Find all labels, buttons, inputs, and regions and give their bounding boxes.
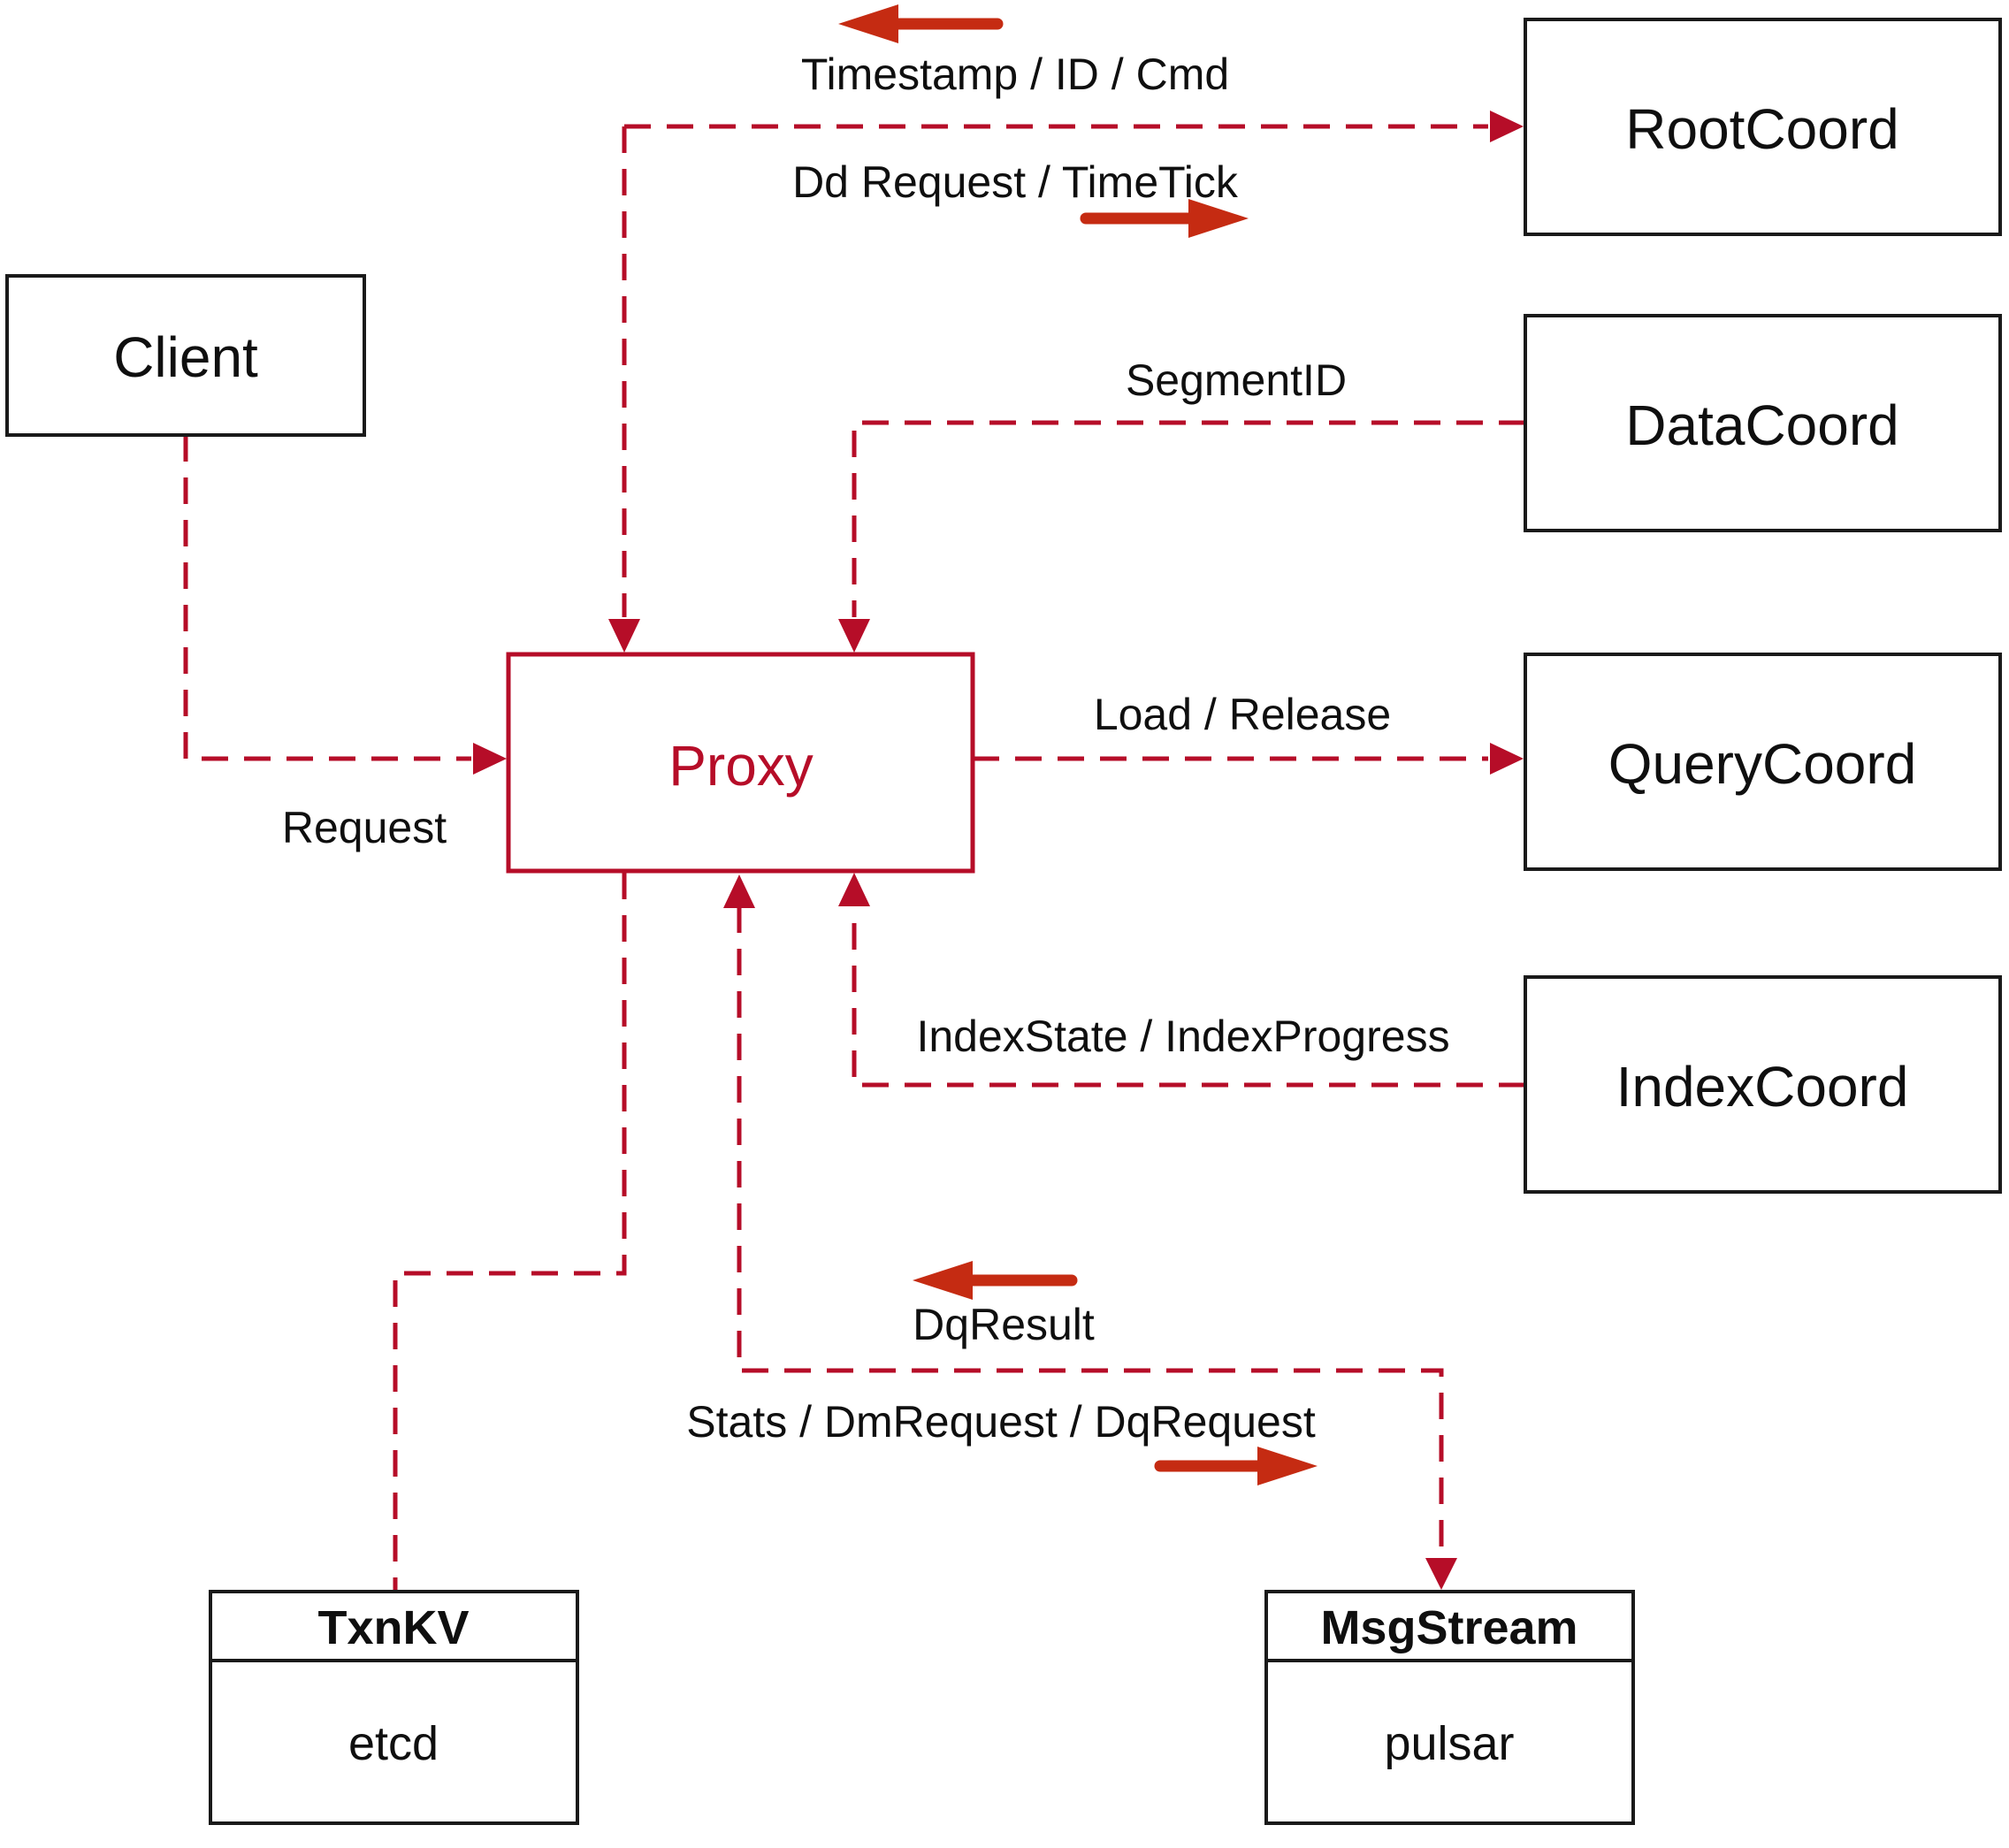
arrowhead-into-querycoord-icon xyxy=(1490,743,1524,775)
rootcoord-box xyxy=(1524,18,2002,236)
indexcoord-box xyxy=(1524,975,2002,1194)
edge-client-proxy xyxy=(183,435,507,775)
node-querycoord: QueryCoord xyxy=(1524,653,2002,871)
querycoord-box xyxy=(1524,653,2002,871)
left-arrow-dqresult-icon xyxy=(913,1261,1078,1300)
node-datacoord: DataCoord xyxy=(1524,314,2002,532)
arrowhead-into-proxy-bottom-right-icon xyxy=(838,873,870,906)
left-arrow-head xyxy=(838,4,898,43)
edge-indexcoord-proxy xyxy=(838,873,1525,1088)
left-arrow-timestamp-icon xyxy=(838,4,1004,43)
msgstream-title: MsgStream xyxy=(1320,1601,1577,1654)
querycoord-label: QueryCoord xyxy=(1608,732,1917,796)
right-arrow-head xyxy=(1188,199,1249,238)
edge-label-segment-id: SegmentID xyxy=(1126,355,1347,405)
edge-label-request: Request xyxy=(282,803,447,852)
edge-proxy-rootcoord-line xyxy=(622,124,1488,617)
edge-proxy-msgstream-line xyxy=(737,906,1444,1556)
txnkv-impl: etcd xyxy=(348,1717,439,1770)
rootcoord-label: RootCoord xyxy=(1625,97,1899,161)
right-arrow-head xyxy=(1257,1447,1318,1485)
left-arrow-head xyxy=(913,1261,973,1300)
client-label: Client xyxy=(113,325,258,389)
datacoord-box xyxy=(1524,314,2002,532)
edge-label-dq-result: DqResult xyxy=(913,1300,1095,1349)
proxy-box xyxy=(506,652,975,874)
edge-datacoord-proxy xyxy=(838,420,1525,653)
msgstream-box xyxy=(1264,1590,1635,1825)
txnkv-box xyxy=(209,1590,579,1825)
arrowhead-into-rootcoord-icon xyxy=(1490,111,1524,142)
edge-proxy-txnkv-line xyxy=(393,873,627,1590)
node-msgstream: MsgStream pulsar xyxy=(1264,1590,1635,1825)
datacoord-label: DataCoord xyxy=(1625,393,1899,457)
edge-label-load-release: Load / Release xyxy=(1094,690,1391,739)
node-indexcoord: IndexCoord xyxy=(1524,975,2002,1194)
arrowhead-into-proxy-top-left-icon xyxy=(608,619,640,653)
edge-proxy-rootcoord xyxy=(608,111,1524,653)
right-arrow-stats-icon xyxy=(1154,1447,1318,1485)
arrowhead-into-msgstream-icon xyxy=(1425,1558,1457,1590)
edge-proxy-querycoord xyxy=(973,743,1524,775)
node-txnkv: TxnKV etcd xyxy=(209,1590,579,1825)
right-arrow-dd-request-icon xyxy=(1080,199,1249,238)
edge-label-stats-dm-dq: Stats / DmRequest / DqRequest xyxy=(686,1397,1316,1447)
edge-client-proxy-line xyxy=(183,435,471,761)
node-rootcoord: RootCoord xyxy=(1524,18,2002,236)
txnkv-title: TxnKV xyxy=(317,1601,469,1654)
edge-indexcoord-proxy-line xyxy=(852,908,1525,1088)
edge-label-index-state: IndexState / IndexProgress xyxy=(916,1012,1449,1061)
indexcoord-label: IndexCoord xyxy=(1616,1055,1909,1119)
edge-label-dd-request-timetick: Dd Request / TimeTick xyxy=(792,157,1239,207)
arrowhead-into-proxy-top-right-icon xyxy=(838,619,870,653)
node-client: Client xyxy=(5,274,366,437)
node-proxy: Proxy xyxy=(506,652,975,874)
edge-proxy-txnkv xyxy=(393,873,627,1590)
edge-datacoord-proxy-line xyxy=(852,420,1525,617)
arrowhead-into-proxy-bottom-mid-icon xyxy=(723,874,755,908)
edge-proxy-msgstream xyxy=(723,874,1457,1590)
edge-label-timestamp-id-cmd: Timestamp / ID / Cmd xyxy=(801,50,1229,99)
arrowhead-into-proxy-left-icon xyxy=(473,743,507,775)
msgstream-impl: pulsar xyxy=(1384,1717,1514,1770)
client-box xyxy=(5,274,366,437)
proxy-label: Proxy xyxy=(668,734,814,798)
